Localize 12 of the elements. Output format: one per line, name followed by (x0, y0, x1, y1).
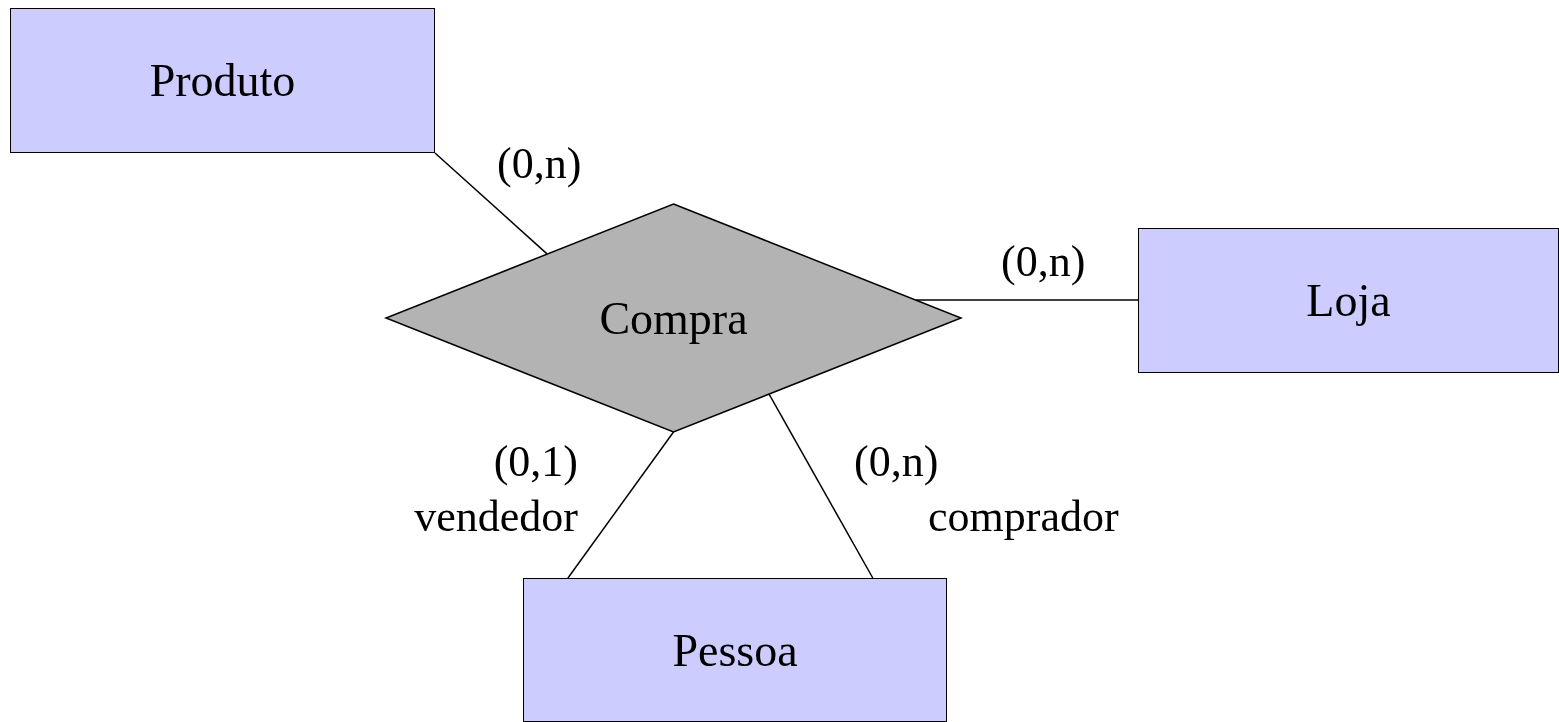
connector-line (567, 431, 675, 579)
connector-line (434, 152, 548, 255)
entity-box (1138, 228, 1559, 373)
entity-name: Loja (1306, 274, 1391, 327)
relationship-diamond (386, 204, 961, 432)
entity-box (10, 8, 435, 153)
connector-line (768, 393, 874, 579)
entity-name: Pessoa (672, 623, 798, 677)
entity-name: Produto (149, 54, 296, 107)
connector-line (915, 299, 1139, 301)
entity-box (523, 578, 947, 722)
entity-name: Compra (599, 291, 748, 345)
